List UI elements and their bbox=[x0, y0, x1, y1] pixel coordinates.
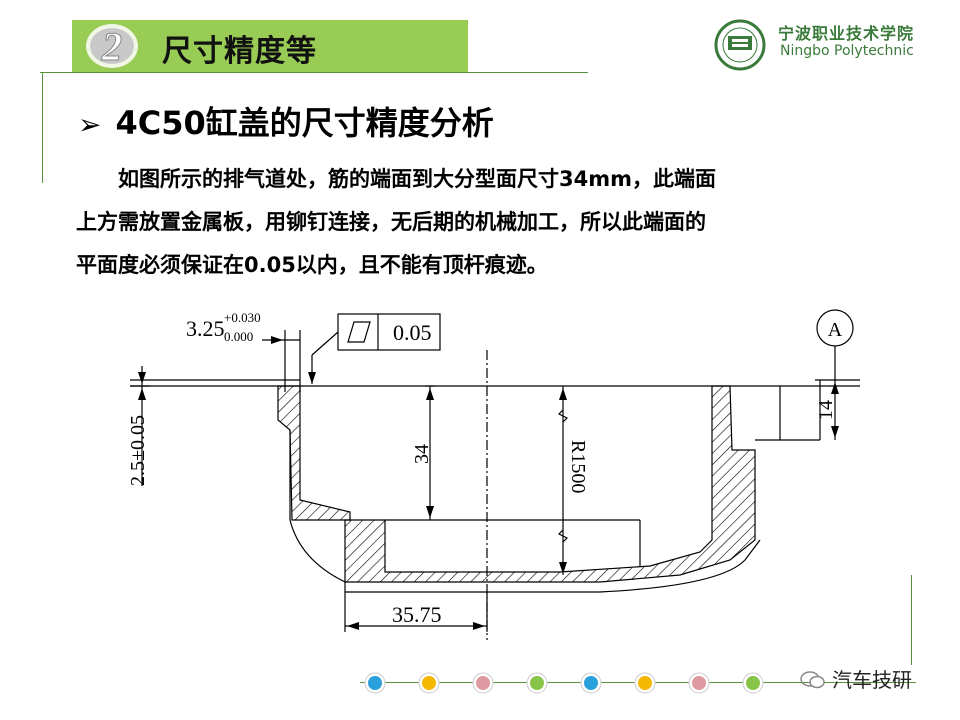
tol-lower: 0.000 bbox=[224, 329, 253, 344]
section-drawing: 3.25 +0.030 0.000 0.05 A 2.5±0.05 34 R15… bbox=[127, 309, 860, 640]
logo-name-cn: 宁波职业技术学院 bbox=[778, 24, 915, 43]
paragraph-line: 平面度必须保证在0.05以内，且不能有顶杆痕迹。 bbox=[76, 253, 548, 277]
footer-dot-fill bbox=[746, 676, 760, 690]
tol-upper: +0.030 bbox=[224, 310, 261, 325]
footer-dot-fill bbox=[530, 676, 544, 690]
dim-top: 3.25 bbox=[186, 316, 225, 341]
logo-name-en: Ningbo Polytechnic bbox=[780, 43, 914, 59]
footer-dot-fill bbox=[638, 676, 652, 690]
wechat-icon bbox=[800, 671, 825, 689]
dim-bottom: 35.75 bbox=[392, 602, 442, 627]
header-divider bbox=[40, 72, 588, 73]
section-number-badge: 2 bbox=[86, 24, 138, 70]
dim-r1500: R1500 bbox=[567, 440, 589, 493]
flatness-value: 0.05 bbox=[393, 320, 432, 345]
footer-dot-fill bbox=[476, 676, 490, 690]
right-divider bbox=[911, 575, 912, 665]
section-title: 尺寸精度等 bbox=[162, 34, 317, 69]
footer-dot-fill bbox=[584, 676, 598, 690]
left-divider bbox=[42, 73, 43, 183]
school-logo bbox=[714, 19, 766, 71]
subtitle-text: 4C50缸盖的尺寸精度分析 bbox=[115, 104, 494, 142]
dim-14: 14 bbox=[815, 400, 837, 420]
paragraph-line: 如图所示的排气道处，筋的端面到大分型面尺寸34mm，此端面 bbox=[76, 167, 716, 191]
datum-label: A bbox=[828, 319, 843, 341]
bullet-arrow-icon: ➢ bbox=[78, 108, 102, 141]
footer-dot-fill bbox=[692, 676, 706, 690]
footer-dots bbox=[364, 672, 764, 694]
dim-34: 34 bbox=[411, 444, 433, 464]
watermark-text: 汽车技研 bbox=[832, 668, 912, 692]
body-paragraph: 如图所示的排气道处，筋的端面到大分型面尺寸34mm，此端面 上方需放置金属板，用… bbox=[76, 158, 888, 287]
paragraph-line: 上方需放置金属板，用铆钉连接，无后期的机械加工，所以此端面的 bbox=[76, 210, 706, 234]
dim-left: 2.5±0.05 bbox=[127, 415, 149, 486]
svg-text:2: 2 bbox=[101, 24, 122, 69]
slide-subtitle: ➢ 4C50缸盖的尺寸精度分析 bbox=[78, 98, 494, 144]
footer-dot-fill bbox=[368, 676, 382, 690]
footer-dot-fill bbox=[422, 676, 436, 690]
